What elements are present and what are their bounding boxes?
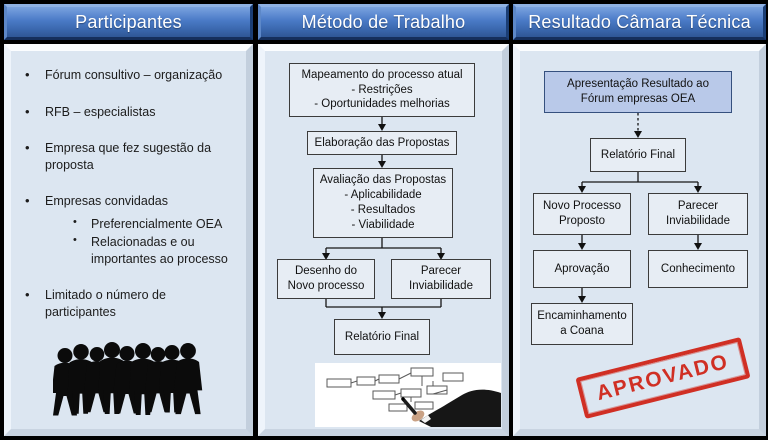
list-item: RFB – especialistas (23, 103, 240, 121)
node-line: Inviabilidade (666, 215, 730, 227)
flow-node-relatorio-final: Relatório Final (334, 319, 430, 355)
panel-header-resultado: Resultado Câmara Técnica (513, 4, 766, 40)
node-line: - Restrições (351, 83, 413, 96)
node-line: Mapeamento do processo atual (301, 68, 463, 81)
sub-list-item: Preferencialmente OEA (69, 215, 240, 233)
node-line: Relatório Final (600, 148, 676, 161)
node-line: - Aplicabilidade (344, 189, 422, 202)
panel-header-metodo: Método de Trabalho (258, 4, 509, 40)
flow-connectors (578, 113, 702, 303)
bullet-text: Fórum consultivo – organização (45, 68, 223, 82)
resultado-flowchart: Apresentação Resultado ao Fórum empresas… (520, 51, 759, 429)
node-line: Parecer (420, 265, 462, 278)
panel-title-resultado: Resultado Câmara Técnica (528, 11, 751, 32)
people-silhouette-graphic (51, 342, 202, 416)
bullet-text: Empresas convidadas (45, 194, 168, 208)
hand-drawing-flowchart-graphic (315, 363, 501, 427)
flow-node-parecer-inviabilidade: Parecer Inviabilidade (648, 193, 748, 235)
node-line: Conhecimento (660, 262, 736, 275)
panel-resultado: Resultado Câmara Técnica (513, 4, 766, 436)
sub-list: Preferencialmente OEA Relacionadas e ou … (45, 215, 240, 268)
list-item: Limitado o número de participantes (23, 286, 240, 320)
flow-node-avaliacao: Avaliação das Propostas - Aplicabilidade… (313, 168, 453, 238)
node-line: Proposto (558, 215, 606, 227)
node-line: Parecer (677, 200, 719, 213)
node-line: Avaliação das Propostas (319, 174, 447, 187)
flow-node-desenho: Desenho do Novo processo (277, 259, 375, 299)
hand-drawing-flowchart-image (315, 363, 501, 432)
node-line: Desenho do (294, 265, 358, 278)
participants-list: Fórum consultivo – organização RFB – esp… (11, 66, 246, 320)
list-item: Empresa que fez sugestão da proposta (23, 139, 240, 173)
bullet-text: Relacionadas e ou importantes ao process… (91, 235, 228, 266)
flow-node-encaminhamento: Encaminhamento a Coana (531, 303, 633, 345)
node-line: - Oportunidades melhorias (314, 98, 450, 111)
flow-connectors (322, 117, 445, 319)
node-line: Encaminhamento (537, 310, 627, 323)
people-silhouette-image (51, 334, 205, 425)
bullet-text: Preferencialmente OEA (91, 216, 223, 231)
panel-body-participantes: Fórum consultivo – organização RFB – esp… (4, 44, 253, 436)
node-line: Elaboração das Propostas (314, 136, 450, 149)
panel-title-participantes: Participantes (75, 11, 182, 32)
node-line: Novo processo (287, 280, 365, 292)
flow-node-novo-processo: Novo Processo Proposto (533, 193, 631, 235)
panel-title-metodo: Método de Trabalho (301, 11, 466, 32)
node-line: Relatório Final (344, 330, 420, 343)
panel-body-metodo: Mapeamento do processo atual - Restriçõe… (258, 44, 509, 436)
metodo-flowchart: Mapeamento do processo atual - Restriçõe… (265, 51, 502, 429)
flow-node-conhecimento: Conhecimento (648, 250, 748, 288)
bullet-text: Limitado o número de participantes (45, 288, 166, 319)
node-line: Apresentação Resultado ao (567, 78, 709, 91)
flow-node-parecer: Parecer Inviabilidade (391, 259, 491, 299)
node-line: a Coana (560, 325, 604, 337)
flow-node-apresentacao: Apresentação Resultado ao Fórum empresas… (544, 71, 732, 113)
node-line: Aprovação (554, 262, 610, 275)
bullet-text: RFB – especialistas (45, 104, 156, 119)
bullet-text: Empresa que fez sugestão da proposta (45, 141, 212, 172)
sub-list-item: Relacionadas e ou importantes ao process… (69, 233, 240, 267)
flow-node-mapeamento: Mapeamento do processo atual - Restriçõe… (289, 63, 475, 117)
node-line: - Viabilidade (351, 218, 415, 231)
list-item: Fórum consultivo – organização (23, 66, 240, 84)
panel-header-participantes: Participantes (4, 4, 253, 40)
node-line: Inviabilidade (409, 280, 473, 292)
node-line: Novo Processo (543, 200, 621, 213)
flow-node-relatorio-final: Relatório Final (590, 138, 686, 172)
panel-participantes: Participantes Fórum consultivo – organiz… (4, 4, 253, 436)
flow-node-elaboracao: Elaboração das Propostas (307, 131, 457, 155)
node-line: - Resultados (350, 204, 416, 216)
node-line: Fórum empresas OEA (580, 93, 696, 105)
list-item: Empresas convidadas Preferencialmente OE… (23, 192, 240, 268)
panel-body-resultado: Apresentação Resultado ao Fórum empresas… (513, 44, 766, 436)
panel-metodo: Método de Trabalho (258, 4, 509, 436)
flow-node-aprovacao: Aprovação (533, 250, 631, 288)
